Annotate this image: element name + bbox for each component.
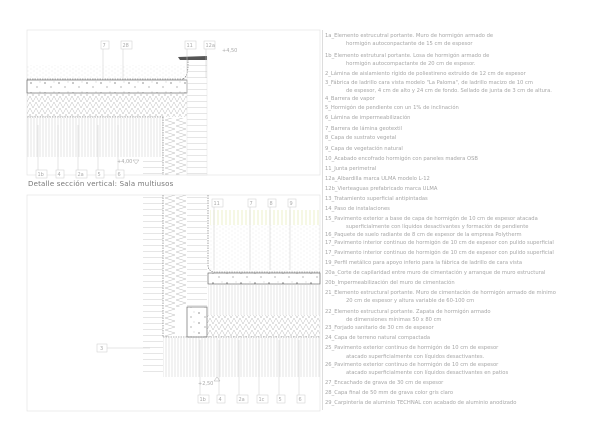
coping-albardilla — [178, 56, 207, 60]
legend-item-continuation: superficialmente con líquidos desactivan… — [346, 224, 529, 230]
legend-item: 25_Pavimento exterior continuo de hormig… — [325, 345, 499, 351]
tag-label: 1b — [38, 172, 44, 178]
tag-label: 12a — [206, 43, 215, 49]
legend-item-continuation: de espesor, 4 cm de alto y 24 cm de fond… — [346, 88, 552, 94]
tag-box — [203, 40, 216, 50]
legend-item: 15_Pavimento exterior a base de capa de … — [325, 216, 538, 222]
footing — [186, 306, 208, 338]
legend-item-continuation: hormigón autocompactante de 20 cm de esp… — [346, 61, 476, 67]
legend-item: 26_Pavimento exterior continuo de hormig… — [325, 362, 499, 368]
legend-item: 5_Hormigón de pendiente con un 1% de inc… — [325, 105, 459, 111]
bottom-detail: 11 7 8 9 1b 4 2a 1c 5 6 3 +2,50 — [26, 194, 321, 412]
tag-box — [115, 169, 125, 179]
tag-label: 7 — [250, 201, 253, 207]
legend-item: 12a_Albardilla marca ULMA modelo L-12 — [325, 176, 430, 182]
tag-box — [287, 198, 297, 208]
tag-box — [120, 40, 133, 50]
tag-label: 1c — [259, 397, 265, 403]
legend-item: 17_Pavimento interior continuo de hormig… — [325, 240, 554, 246]
legend-item: 12b_Vierteaguas prefabricado marca ULMA — [325, 186, 438, 192]
tag-box — [100, 40, 110, 50]
legend-item-continuation: hormigón autoconpactante de 15 cm de esp… — [346, 41, 473, 47]
level-marker: +4,50 — [222, 48, 237, 54]
legend-item: 28_Capa final de 50 mm de grava color gr… — [325, 390, 454, 396]
legend-item: 6_Lámina de impermeabilización — [325, 115, 411, 121]
tag-label: 6 — [299, 397, 302, 403]
legend-item: 1b_Elemento estrutural portante. Losa de… — [325, 53, 490, 59]
legend-item: 8_Capa de sustrato vegetal — [325, 135, 397, 141]
tag-label: 4 — [219, 397, 222, 403]
legend-divider — [322, 30, 323, 410]
tag-label: 11 — [187, 43, 193, 49]
legend-item-continuation: de dimensiones mínimas 50 x 80 cm — [346, 317, 442, 323]
legend-item: 17_Pavimento interior continuo de hormig… — [325, 250, 554, 256]
legend-item: 22_Elemento estructural portante. Zapata… — [325, 309, 491, 315]
tag-label: 7 — [103, 43, 106, 49]
legend-item: 3_Fábrica de ladrillo cara vista modelo … — [325, 80, 533, 86]
tag-label: 5 — [279, 397, 282, 403]
tag-box — [211, 198, 224, 208]
legend-item: 24_Capa de terreno natural compactada — [325, 335, 431, 341]
tag-box — [236, 394, 249, 404]
tag-label: 1b — [200, 397, 206, 403]
tag-label: 9 — [290, 201, 293, 207]
level-marker: +2,50 — [198, 381, 213, 387]
level-marker: +4,00 — [117, 159, 132, 165]
legend-item-continuation: atacado superficialmente con líquidos de… — [346, 370, 509, 376]
legend-item: 1a_Elemento estrucutral portante. Muro d… — [325, 33, 494, 39]
tag-box — [256, 394, 269, 404]
tag-box — [197, 394, 210, 404]
tag-box — [35, 169, 48, 179]
tag-box — [184, 40, 197, 50]
legend-item: 23_Forjado sanitario de 30 cm de espesor — [325, 325, 434, 331]
tag-label: 11 — [214, 201, 220, 207]
legend-item: 11_Junta perimetral — [325, 166, 377, 172]
legend-item-continuation: atacado superficialmente con líquidos de… — [346, 354, 485, 360]
legend-item: 13_Tratamiento superficial antipintadas — [325, 196, 428, 202]
tag-box — [276, 394, 286, 404]
legend: 1a_Elemento estrucutral portante. Muro d… — [322, 0, 600, 424]
legend-item-continuation: 20 cm de espesor y altura variable de 60… — [346, 298, 475, 304]
tag-label: 4 — [58, 172, 61, 178]
section-caption: Detalle sección vertical: Sala multiusos — [28, 180, 174, 188]
tag-box — [216, 394, 226, 404]
legend-item: 2_Lámina de aislamiento rígido de polies… — [325, 71, 526, 77]
tag-box — [247, 198, 257, 208]
tag-label: 3 — [100, 346, 103, 352]
top-detail: 7 28 11 12a 1b 4 2a 5 6 +4,50 +4,00 — [26, 29, 321, 179]
tag-label: 5 — [98, 172, 101, 178]
section-drawing: 7 28 11 12a 1b 4 2a 5 6 +4,50 +4,00 11 7 8 9 1b 4 2a… — [26, 29, 321, 412]
tag-label: 2a — [239, 397, 245, 403]
legend-item: 9_Capa de vegetación natural — [325, 146, 403, 152]
legend-item: 29_Carpintería de aluminio TECHNAL con a… — [325, 400, 517, 406]
tag-box — [55, 169, 65, 179]
legend-item: 20b_Impermeabilización del muro de cimen… — [325, 280, 455, 286]
legend-item: 27_Encachado de grava de 30 cm de espeso… — [325, 380, 444, 386]
legend-item: 4_Barrera de vapor — [325, 96, 375, 102]
legend-item: 19_Perfil metálico para apoyo inferio pa… — [325, 260, 523, 266]
tag-box — [296, 394, 306, 404]
legend-item: 16_Paquete de suelo radiante de 8 cm de … — [325, 232, 522, 238]
tag-box — [95, 169, 105, 179]
tag-box — [75, 169, 88, 179]
legend-item: 10_Acabado encofrado hormigón con panele… — [325, 156, 478, 162]
legend-item: 7_Barrera de lámina geotextil — [325, 126, 402, 132]
legend-item: 14_Paso de instalaciones — [325, 206, 390, 212]
tag-box — [267, 198, 277, 208]
tag-label: 8 — [270, 201, 273, 207]
legend-item: 21_Elemento estructural portante. Muro d… — [325, 290, 556, 296]
legend-item: 20a_Corte de capilaridad entre muro de c… — [325, 270, 546, 276]
tag-label: 2a — [78, 172, 84, 178]
tag-label: 6 — [118, 172, 121, 178]
tag-label: 28 — [123, 43, 129, 49]
